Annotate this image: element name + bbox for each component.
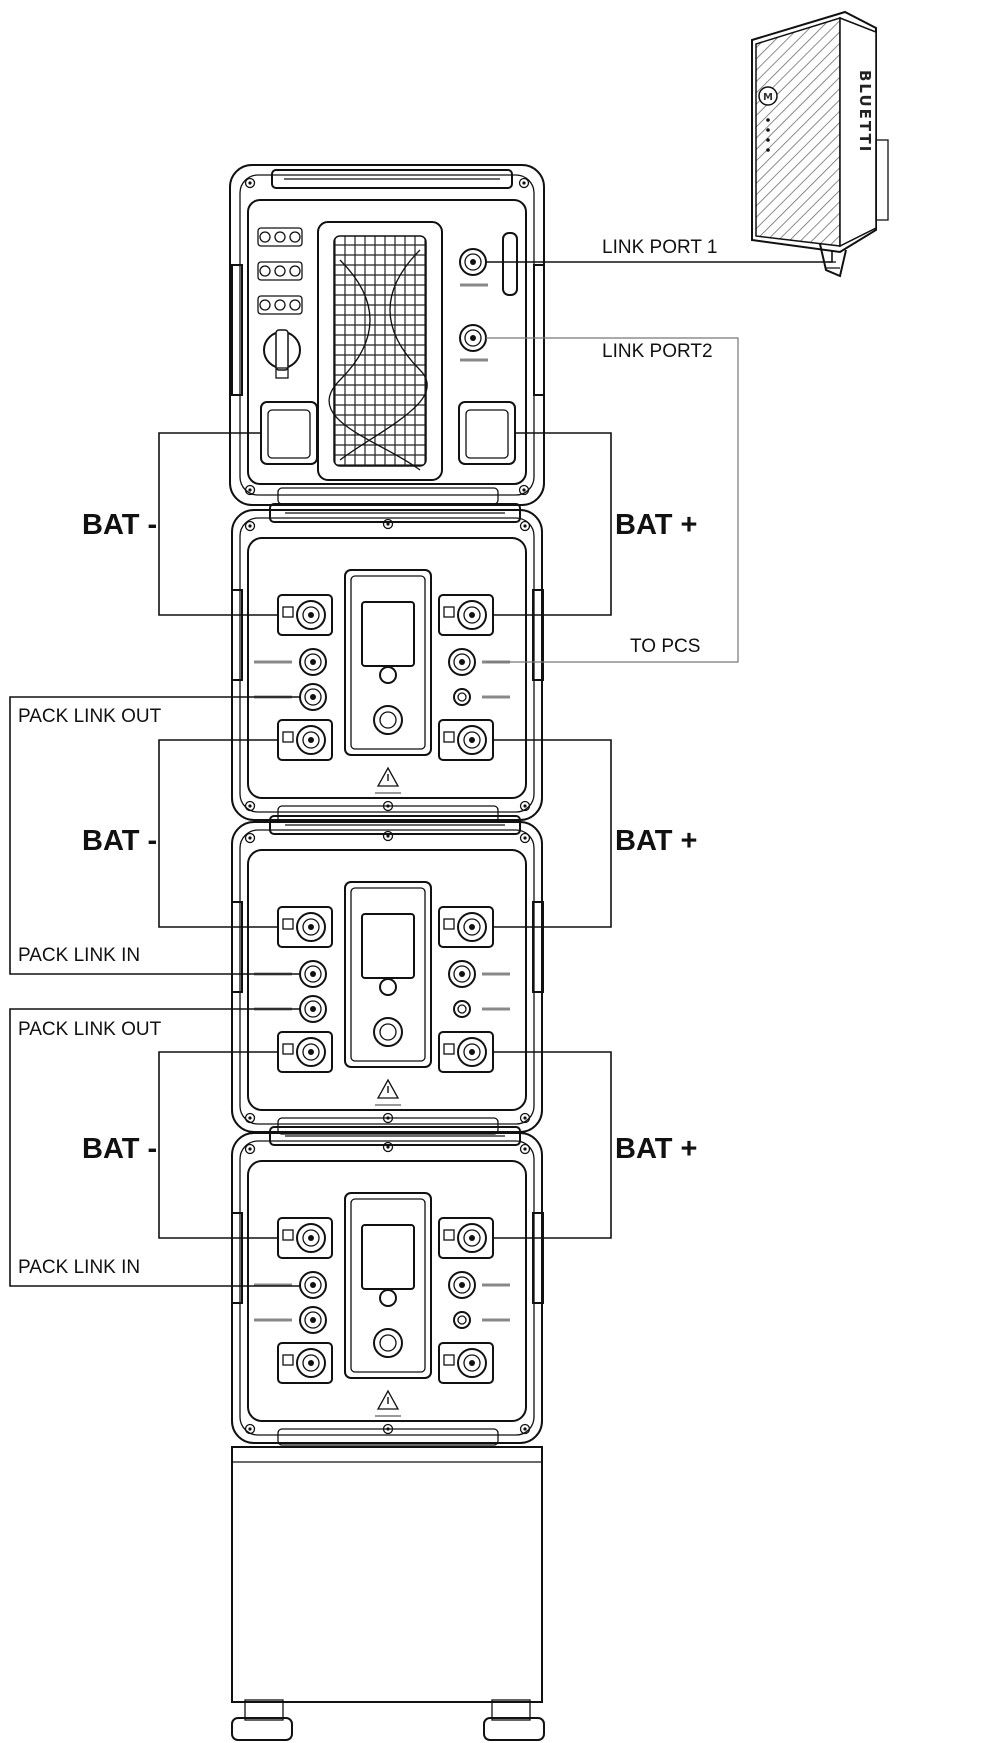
pcs-breaker-bank <box>257 227 303 315</box>
label-link-port-2: LINK PORT2 <box>602 341 713 362</box>
label-pack-link-in-1: PACK LINK IN <box>18 945 140 966</box>
wire-bat-minus-3 <box>158 1051 278 1239</box>
wire-link-port-1 <box>486 250 833 263</box>
label-bat-plus-1: BAT + <box>615 509 697 541</box>
wire-bat-minus-2 <box>158 739 278 928</box>
wire-pack-link-2 <box>9 1008 300 1287</box>
wire-bat-plus-2 <box>493 739 612 928</box>
label-pack-link-out-1: PACK LINK OUT <box>18 706 162 727</box>
label-bat-plus-3: BAT + <box>615 1133 697 1165</box>
wire-link-port-2-to-pcs <box>486 337 739 663</box>
label-link-port-1: LINK PORT 1 <box>602 237 717 258</box>
wifi-module: M BLUETTI <box>751 10 889 278</box>
bluetti-logo: BLUETTI <box>856 70 874 153</box>
wire-bat-minus-1 <box>158 432 278 616</box>
wire-pack-link-1 <box>9 696 300 975</box>
wifi-module-m-logo: M <box>763 92 773 103</box>
label-bat-plus-2: BAT + <box>615 825 697 857</box>
pcs-unit <box>229 164 545 506</box>
pcs-fan-grille <box>317 221 443 481</box>
label-bat-minus-1: BAT - <box>82 509 157 541</box>
label-to-pcs: TO PCS <box>630 636 700 657</box>
wire-bat-plus-1 <box>493 432 612 616</box>
battery-module-2 <box>232 816 543 1134</box>
label-pack-link-in-2: PACK LINK IN <box>18 1257 140 1278</box>
pcs-rotary-switch <box>263 329 301 379</box>
battery-module-1 <box>232 504 543 822</box>
label-bat-minus-3: BAT - <box>82 1133 157 1165</box>
wire-bat-plus-3 <box>493 1051 612 1239</box>
base-stand <box>231 1446 545 1741</box>
label-bat-minus-2: BAT - <box>82 825 157 857</box>
label-pack-link-out-2: PACK LINK OUT <box>18 1019 162 1040</box>
